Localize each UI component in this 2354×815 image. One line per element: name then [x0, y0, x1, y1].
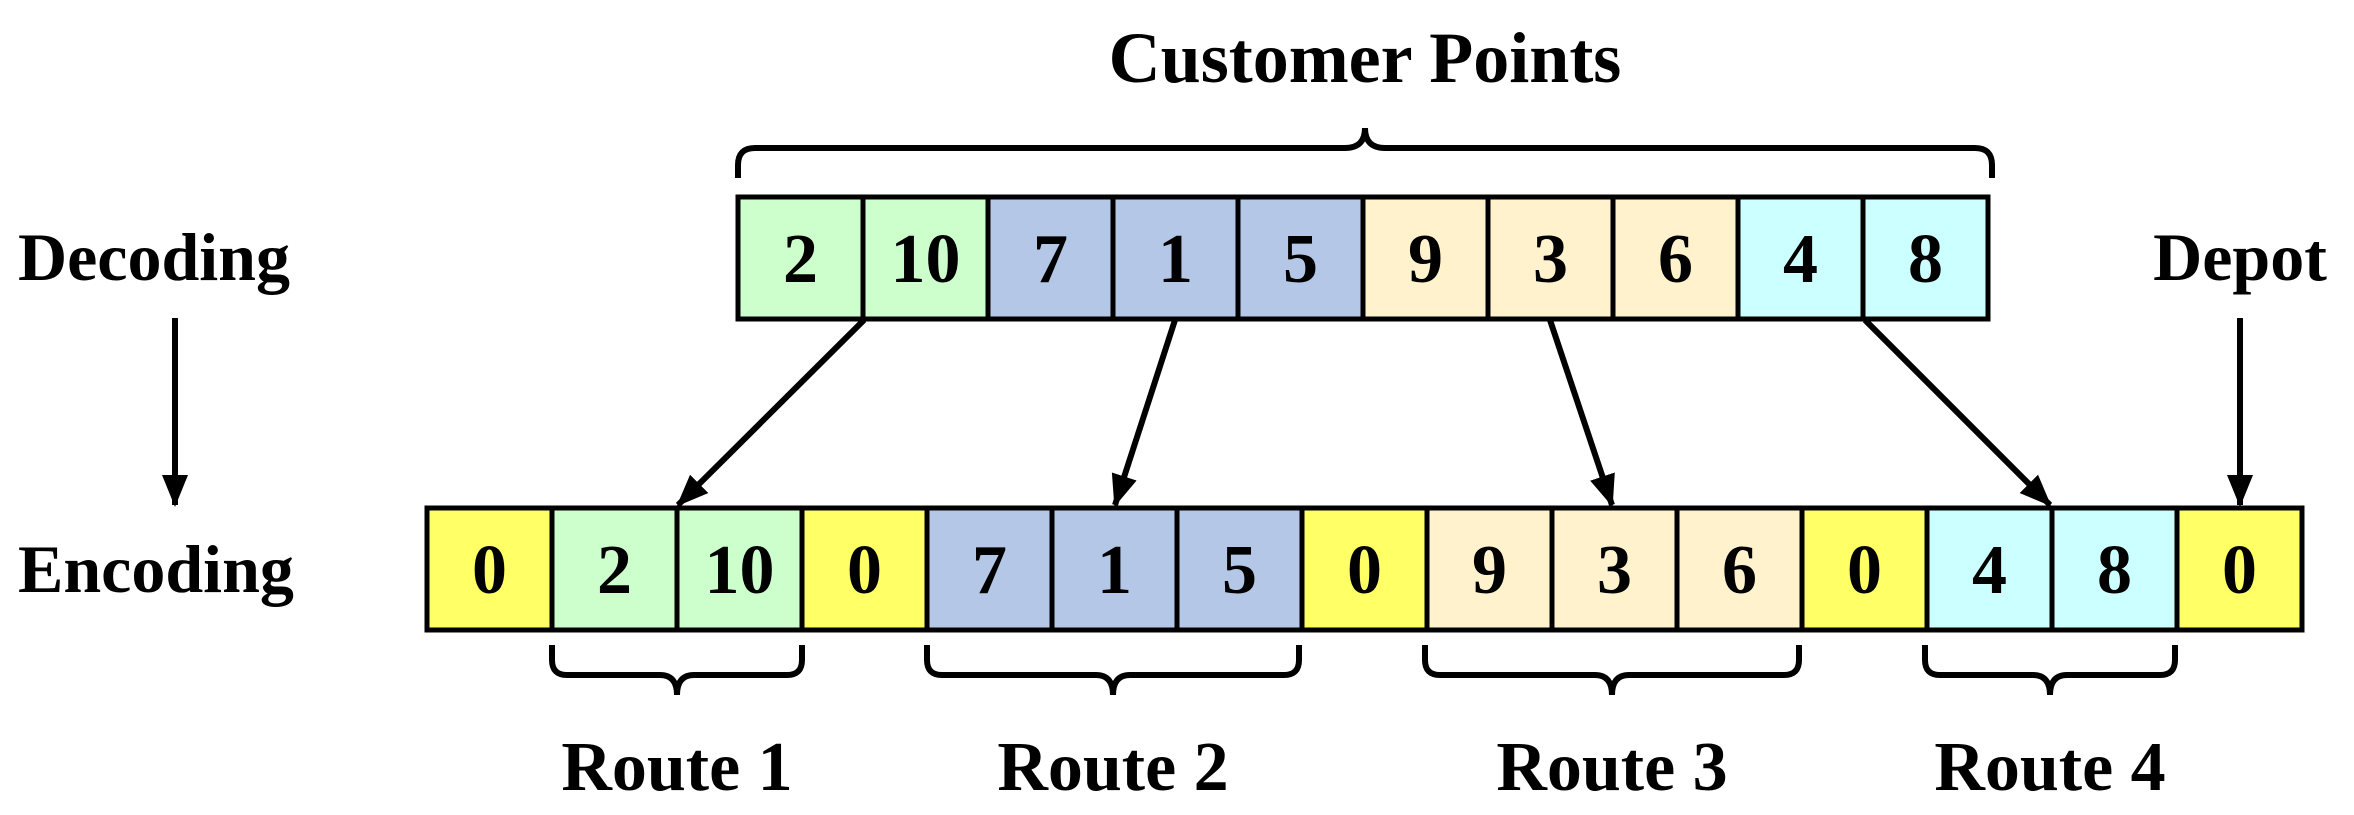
- route2-label: Route 2: [997, 729, 1228, 806]
- cell-value: 3: [1533, 221, 1568, 298]
- encoding-cell: 6: [1674, 505, 1805, 633]
- decoding-cell: 8: [1860, 194, 1991, 322]
- cell-value: 10: [705, 532, 775, 609]
- route3-label: Route 3: [1496, 729, 1727, 806]
- encoding-label: Encoding: [18, 531, 294, 607]
- encoding-cell: 0: [799, 505, 930, 633]
- cell-value: 4: [1783, 221, 1818, 298]
- cell-value: 6: [1658, 221, 1693, 298]
- route1-brace: [549, 645, 805, 696]
- cell-box: [2174, 505, 2305, 633]
- encoding-cell: 7: [924, 505, 1055, 633]
- cell-value: 4: [1972, 532, 2007, 609]
- cell-value: 3: [1597, 532, 1632, 609]
- encoding-cell: 0: [424, 505, 555, 633]
- cell-box: [1924, 505, 2055, 633]
- decoding-cell: 1: [1110, 194, 1241, 322]
- decoding-cell: 9: [1360, 194, 1491, 322]
- encoding-cell: 8: [2049, 505, 2180, 633]
- cell-value: 10: [891, 221, 961, 298]
- cell-value: 8: [1908, 221, 1943, 298]
- encoding-cell: 10: [674, 505, 805, 633]
- encoding-cell: 4: [1924, 505, 2055, 633]
- cell-value: 1: [1158, 221, 1193, 298]
- customer-points-brace: [735, 127, 1995, 178]
- route2-brace: [924, 645, 1302, 696]
- decoding-cell: 6: [1610, 194, 1741, 322]
- encoding-cell: 9: [1424, 505, 1555, 633]
- depot-label: Depot: [2153, 219, 2327, 295]
- cell-box: [1174, 505, 1305, 633]
- decoding-cell: 3: [1485, 194, 1616, 322]
- cell-box: [549, 505, 680, 633]
- decoding-cell: 2: [735, 194, 866, 322]
- cell-value: 0: [472, 532, 507, 609]
- customer-points-label: Customer Points: [1109, 18, 1622, 98]
- cell-value: 0: [1347, 532, 1382, 609]
- cell-box: [2049, 505, 2180, 633]
- cell-box: [799, 505, 930, 633]
- cell-box: [1049, 505, 1180, 633]
- decoding-cell: 5: [1235, 194, 1366, 322]
- encoding-cell: 5: [1174, 505, 1305, 633]
- route4-label: Route 4: [1934, 729, 2165, 806]
- cell-value: 0: [847, 532, 882, 609]
- cell-value: 0: [1847, 532, 1882, 609]
- cell-box: [985, 194, 1116, 322]
- cell-value: 7: [972, 532, 1007, 609]
- decoding-cell: 10: [860, 194, 991, 322]
- cell-box: [1860, 194, 1991, 322]
- cell-value: 5: [1283, 221, 1318, 298]
- encoding-cell: 0: [1299, 505, 1430, 633]
- cell-box: [1799, 505, 1930, 633]
- cell-box: [1549, 505, 1680, 633]
- decoding-label: Decoding: [18, 219, 290, 295]
- cell-value: 5: [1222, 532, 1257, 609]
- encoding-cell: 1: [1049, 505, 1180, 633]
- cell-value: 7: [1033, 221, 1068, 298]
- decoding-cell: 4: [1735, 194, 1866, 322]
- route1-label: Route 1: [561, 729, 792, 806]
- cell-value: 2: [597, 532, 632, 609]
- cell-value: 6: [1722, 532, 1757, 609]
- encoding-cell: 2: [549, 505, 680, 633]
- encoding-cell: 0: [2174, 505, 2305, 633]
- cell-box: [1610, 194, 1741, 322]
- cell-value: 2: [783, 221, 818, 298]
- cell-value: 8: [2097, 532, 2132, 609]
- cell-value: 9: [1472, 532, 1507, 609]
- cell-box: [1360, 194, 1491, 322]
- route1-mapping-arrow: [675, 317, 867, 508]
- cell-box: [1735, 194, 1866, 322]
- cell-box: [1485, 194, 1616, 322]
- cell-box: [1110, 194, 1241, 322]
- route3-brace: [1422, 645, 1802, 696]
- decoding-cell: 7: [985, 194, 1116, 322]
- cell-value: 1: [1097, 532, 1132, 609]
- cell-value: 0: [2222, 532, 2257, 609]
- route2-mapping-arrow: [1111, 319, 1178, 507]
- cell-box: [1674, 505, 1805, 633]
- route4-mapping-arrow: [1862, 317, 2053, 508]
- cell-box: [924, 505, 1055, 633]
- encoding-cell: 3: [1549, 505, 1680, 633]
- route3-mapping-arrow: [1547, 319, 1615, 507]
- route4-brace: [1922, 645, 2178, 696]
- encoding-cell: 0: [1799, 505, 1930, 633]
- cell-value: 9: [1408, 221, 1443, 298]
- cell-box: [424, 505, 555, 633]
- encoding-row: 0 2 10 0 7 1 5 0 9 3 6 0 4 8 0: [424, 505, 2305, 633]
